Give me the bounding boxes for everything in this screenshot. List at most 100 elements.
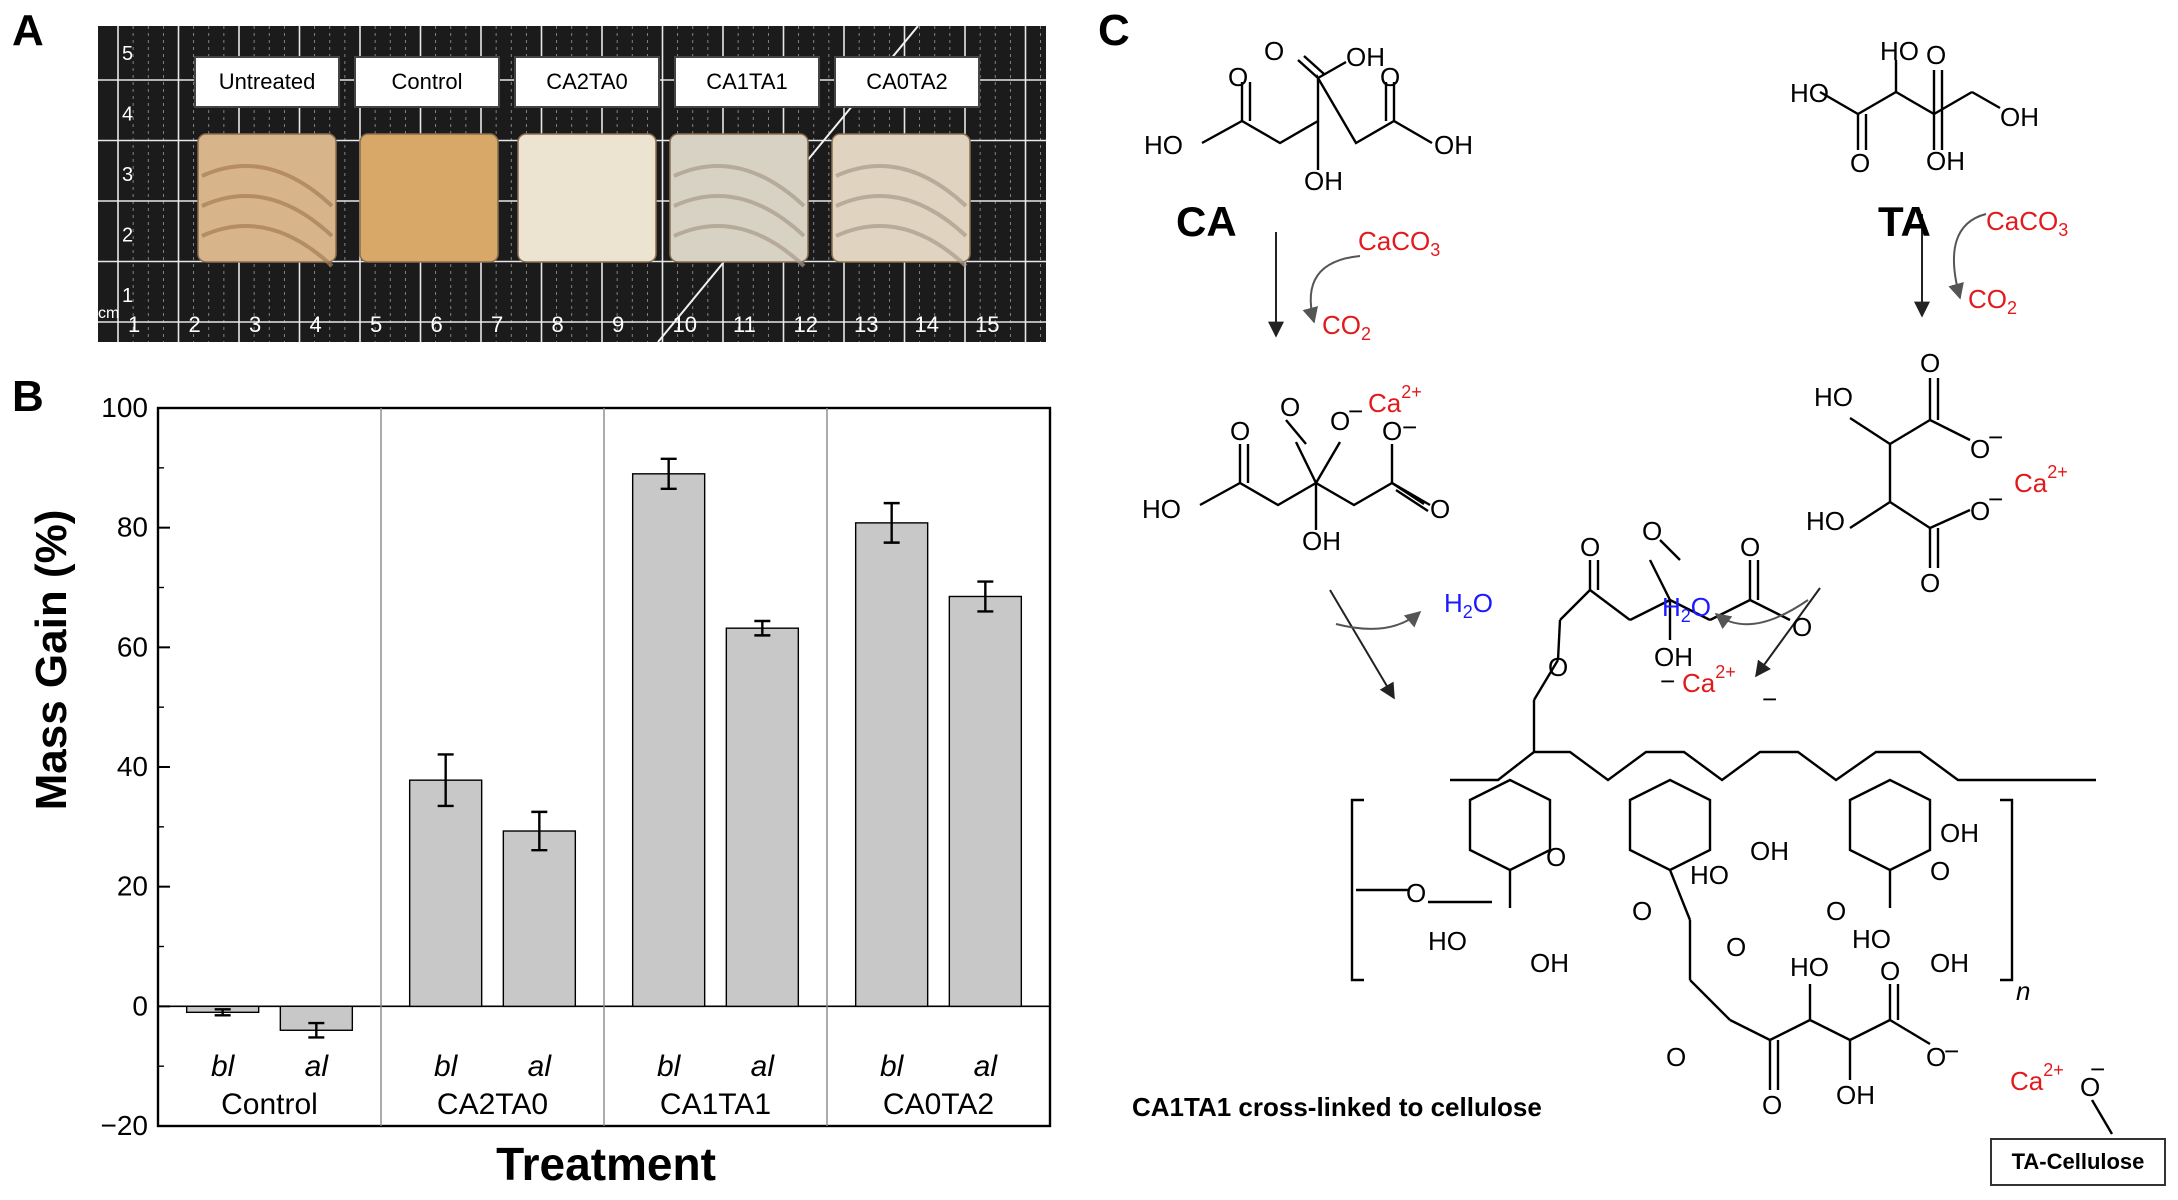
charge-7: −: [1944, 1036, 1959, 1066]
bond-lines: [1199, 55, 2114, 1135]
crosslink-caption: CA1TA1 cross-linked to cellulose: [1132, 1092, 1542, 1122]
h2o-right: H2O: [1662, 592, 1711, 626]
cell-o-link1: O: [1632, 896, 1652, 926]
ruler-x-label: 12: [794, 312, 818, 337]
cell-o-ring1: O: [1546, 842, 1566, 872]
bar-sublabel: bl: [657, 1050, 682, 1083]
bar-sublabel: al: [751, 1050, 776, 1083]
bar: [631, 473, 706, 1008]
charge-2: −: [1402, 412, 1417, 442]
bar: [408, 779, 483, 1008]
atom-labels: O O O OH HO OH OH CA HO HO O OH O OH TA …: [1142, 36, 2100, 1120]
cell-oh-1: OH: [1530, 948, 1569, 978]
cl-oh: OH: [1654, 642, 1693, 672]
charge-8: −: [2090, 1054, 2105, 1084]
ruler-x-label: 8: [552, 312, 564, 337]
label-untreated: Untreated: [194, 56, 340, 108]
ruler-x-label: 9: [612, 312, 624, 337]
label-ca2ta0: CA2TA0: [514, 56, 660, 108]
cell-oh-3: OH: [1930, 948, 1969, 978]
ruler-y-label: 2: [122, 225, 133, 247]
wood-sample: [831, 133, 971, 268]
y-tick-label: 60: [117, 631, 148, 662]
ca-ion-4: Ca2+: [2010, 1060, 2064, 1096]
bar: [725, 627, 800, 1008]
wood-sample: [669, 133, 809, 268]
tart-o-top: O: [1920, 348, 1940, 378]
cell-o-link2: O: [1826, 896, 1846, 926]
ruler-x-label: 1: [128, 312, 140, 337]
tart-o-bottom: O: [1920, 568, 1940, 598]
ruler-x-label: 10: [673, 312, 697, 337]
ca-ion-3: Ca2+: [1682, 662, 1736, 698]
cell-ho-3: HO: [1852, 924, 1891, 954]
ruler-x-label: 11: [733, 312, 756, 337]
pend-ho: HO: [1790, 952, 1829, 982]
ta-ho-left: HO: [1790, 78, 1829, 108]
ruler-unit: cm: [98, 305, 119, 322]
tart-ho-top: HO: [1814, 382, 1853, 412]
bar: [948, 595, 1023, 1008]
co2-left: CO2: [1322, 310, 1371, 344]
ca-ion-2: Ca2+: [2014, 462, 2068, 498]
h2o-left: H2O: [1444, 588, 1493, 622]
charge-4: −: [1988, 484, 2003, 514]
wood-sample: [359, 133, 499, 263]
ruler-x-label: 14: [915, 312, 939, 337]
ruler-x-label: 15: [975, 312, 999, 337]
charge-3: −: [1988, 422, 2003, 452]
chart-bars: [185, 457, 1023, 1039]
group-label: CA2TA0: [437, 1088, 548, 1121]
ruler-y-label: 4: [122, 104, 133, 126]
ca-ho-left: HO: [1144, 130, 1183, 160]
ta-ho-top: HO: [1880, 36, 1919, 66]
cell-oh-4: OH: [1940, 818, 1979, 848]
charge-1: −: [1348, 396, 1363, 426]
cl-o-left: O: [1580, 532, 1600, 562]
ruler-x-label: 4: [310, 312, 322, 337]
co2-right: CO2: [1968, 284, 2017, 318]
cit-o-minus: O: [1330, 406, 1350, 436]
y-axis-label: Mass Gain (%): [27, 510, 76, 811]
tacell-o: O: [2080, 1072, 2100, 1102]
label-ca0ta2: CA0TA2: [834, 56, 980, 108]
pend-oh: OH: [1836, 1080, 1875, 1110]
group-label: CA1TA1: [660, 1088, 771, 1121]
cit-o-top: O: [1280, 392, 1300, 422]
group-label: Control: [221, 1088, 318, 1121]
bar: [502, 830, 577, 1008]
y-tick-label: 80: [117, 512, 148, 543]
bar-sublabel: bl: [211, 1050, 236, 1083]
cell-o-ring2: O: [1726, 932, 1746, 962]
cl-o-top: O: [1642, 516, 1662, 546]
wood-sample: [517, 133, 657, 263]
reaction-scheme: O O O OH HO OH OH CA HO HO O OH O OH TA …: [1142, 36, 2114, 1135]
cell-o-ring3: O: [1930, 856, 1950, 886]
ruler-x-label: 6: [431, 312, 443, 337]
y-tick-label: 100: [101, 392, 148, 423]
bar-sublabel: al: [528, 1050, 553, 1083]
bar-sublabel: al: [974, 1050, 999, 1083]
ca-o-left: O: [1228, 62, 1248, 92]
cl-o-right: O: [1740, 532, 1760, 562]
cit-o-right2: O: [1430, 494, 1450, 524]
cl-o-ester: O: [1548, 652, 1568, 682]
ca-ion-1: Ca2+: [1368, 382, 1422, 418]
bar-sublabel: bl: [434, 1050, 459, 1083]
y-tick-label: 40: [117, 751, 148, 782]
charge-5: −: [1660, 666, 1675, 696]
ta-o-right: O: [1926, 40, 1946, 70]
ta-oh-bottom: OH: [1926, 146, 1965, 176]
tart-o-minus-bottom: O: [1970, 496, 1990, 526]
repeat-n: n: [2016, 976, 2030, 1006]
cit-oh: OH: [1302, 526, 1341, 556]
panel-a-letter: A: [12, 6, 44, 55]
pend-o-top: O: [1880, 956, 1900, 986]
ruler-y-label: 1: [122, 285, 133, 307]
